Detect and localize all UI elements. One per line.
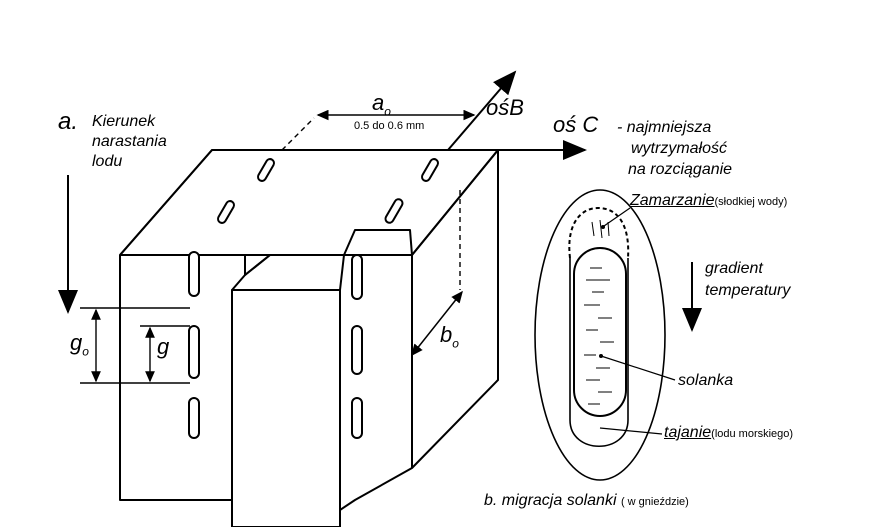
g0-dimension: [80, 307, 190, 384]
a0-symbol: ao: [372, 90, 391, 119]
freezing-cap: [568, 206, 630, 259]
melting-label: tajanie(lodu morskiego): [664, 424, 794, 441]
g-dimension: [140, 325, 190, 383]
block-front-face: [339, 254, 413, 511]
part-b-caption: b. migracja solanki ( w gnieździe): [484, 492, 689, 509]
ice-block: [119, 149, 499, 527]
block-notch-face: [231, 289, 341, 527]
axis-c-desc-2: wytrzymałość: [631, 140, 728, 157]
block-left-face: [119, 255, 246, 501]
a0-range-label: 0.5 do 0.6 mm: [354, 120, 425, 132]
brine-capsule: [573, 247, 627, 417]
axis-b-arrow: [447, 70, 517, 151]
brine-pocket-diagram: [534, 189, 676, 481]
b0-symbol: bo: [440, 322, 459, 351]
b0-dimension-arrow: [411, 290, 463, 357]
axis-c-desc-1: - najmniejsza: [617, 119, 712, 136]
brine-hatching: [584, 219, 614, 405]
growth-direction-label-3: lodu: [92, 153, 123, 170]
freezing-label: Zamarzanie(słodkiej wody): [630, 192, 788, 209]
outer-ice-ellipse: [534, 189, 666, 481]
brine-cells: [188, 158, 439, 439]
g0-symbol: go: [70, 330, 89, 359]
block-top-face: [119, 149, 499, 276]
g-symbol: g: [157, 334, 170, 359]
brine-label: solanka: [678, 372, 734, 389]
melting-region: [569, 258, 629, 448]
growth-direction-label-2: narastania: [92, 133, 167, 150]
gradient-label-2: temperatury: [705, 282, 791, 299]
growth-direction-label-1: Kierunek: [92, 113, 156, 130]
part-a-letter: a.: [58, 108, 79, 135]
axis-c-desc-3: na rozciąganie: [628, 161, 733, 178]
gradient-label-1: gradient: [705, 260, 763, 277]
axis-c-label: oś C: [553, 112, 599, 137]
axis-b-label: ośB: [486, 95, 524, 120]
